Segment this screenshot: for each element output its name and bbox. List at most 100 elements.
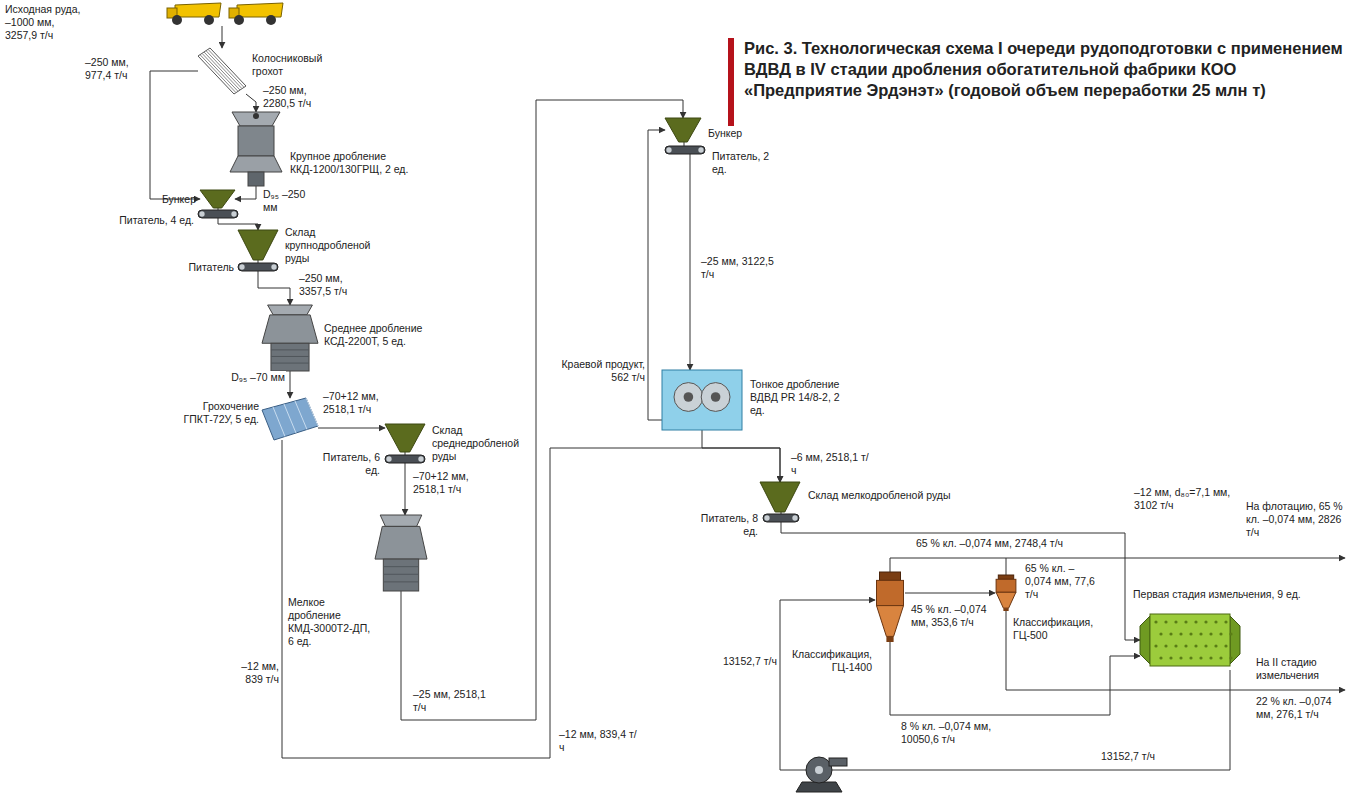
equipment-outline [200, 190, 235, 208]
flow-connector [702, 430, 780, 482]
flow-note: 65 % кл. –0,074 мм, 2748,4 т/ч [915, 537, 1112, 550]
feeder-symbol: Питатель, 8 ед. [763, 514, 799, 522]
feeder-symbol: Питатель, 6 ед. [385, 455, 425, 463]
equipment-label: Бункер [152, 193, 196, 206]
equipment-label: Крупное дробление ККД-1200/130ГРЩ, 2 ед. [290, 150, 430, 176]
equipment-label: Питатель, 8 ед. [698, 512, 758, 538]
flow-label: –6 мм, 2518,1 т/ч [790, 451, 874, 477]
cone-crusher: Мелкое дробление КМД-3000Т2-ДП, 6 ед. [375, 515, 427, 591]
equipment-outline [665, 146, 705, 154]
flow-connector [222, 26, 223, 48]
flow-label: 45 % кл. –0,074 мм, 353,6 т/ч [910, 603, 994, 629]
flow-label: –70+12 мм, 2518,1 т/ч [322, 390, 414, 416]
flow-connector [290, 371, 291, 398]
equipment-label: Склад мелкодробленой руды [808, 489, 978, 502]
flotation-line [890, 558, 1345, 572]
flow-connector [150, 71, 200, 199]
equipment-outline [238, 263, 278, 271]
overflow-line [1006, 558, 1007, 575]
flow-label: –250 мм, 977,4 т/ч [84, 56, 148, 82]
flow-label: –250 мм, 2280,5 т/ч [262, 84, 336, 110]
equipment-outline [875, 572, 905, 642]
equipment-label: Первая стадия измельчения, 9 ед. [1133, 588, 1333, 601]
flow-label: –25 мм, 2518,1 т/ч [412, 688, 496, 714]
feeder-symbol: Питатель [238, 263, 278, 271]
pump-symbol [796, 757, 847, 792]
equipment-outline [238, 230, 278, 260]
equipment-label: Склад среднедробленой руды [432, 424, 530, 463]
equipment-label: Склад крупнодробленой руды [285, 226, 377, 265]
flow-connector [258, 271, 290, 305]
flow-label: D₉₅ –70 мм [228, 371, 286, 384]
flow-label: –12 мм, d₈₀=7,1 мм, 3102 т/ч [1133, 486, 1233, 512]
equipment-label: Классификация, ГЦ-500 [1013, 616, 1105, 642]
equipment-label: Тонкое дробление ВДВД PR 14/8-2, 2 ед. [750, 378, 854, 417]
flow-label: 8 % кл. –0,074 мм, 10050,6 т/ч [900, 720, 994, 746]
ball-mill: Первая стадия измельчения, 9 ед. [1140, 610, 1240, 670]
flow-note: 22 % кл. –0,074 мм, 276,1 т/ч [1255, 695, 1349, 721]
equipment-outline [665, 118, 701, 142]
flow-connector [690, 154, 691, 370]
equipment-label: Классификация, ГЦ-1400 [788, 648, 872, 674]
flow-label: –25 мм, 3122,5 т/ч [700, 255, 784, 281]
equipment-outline [228, 112, 284, 186]
equipment-outline [262, 398, 318, 440]
bin-hopper: Бункер [665, 118, 701, 142]
equipment-outline [198, 48, 246, 94]
equipment-label: Исходная руда, –1000 мм, 3257,9 т/ч [5, 3, 87, 42]
equipment-label: Питатель, 4 ед. [118, 214, 194, 227]
equipment-outline [262, 305, 318, 371]
flow-connector [246, 94, 256, 112]
bin-hopper: Склад крупнодробленой руды [238, 230, 278, 260]
flow-connector [890, 642, 1140, 715]
equipment-outline [198, 210, 238, 218]
equipment-label: Колосниковый грохот [252, 52, 342, 78]
equipment-label: Питатель [178, 261, 234, 274]
equipment-label: Питатель, 2 ед. [712, 150, 776, 176]
flow-label: –12 мм, 839 т/ч [226, 660, 280, 686]
flow-connector [780, 600, 1230, 770]
flow-label: Краевой продукт, 562 т/ч [556, 358, 646, 384]
flow-connector [401, 100, 683, 720]
feeder-symbol: Питатель, 2 ед. [665, 146, 705, 154]
equipment-outline [165, 2, 285, 26]
cone-crusher: Среднее дробление КСД-2200Т, 5 ед. [262, 305, 318, 371]
equipment-label: Питатель, 6 ед. [316, 451, 380, 477]
bin-hopper: Бункер [200, 190, 235, 208]
flow-note: На II стадию измельчения [1255, 656, 1347, 682]
flow-note: –12 мм, 839,4 т/ч [558, 728, 642, 754]
flow-label: D₉₅ –250 мм [262, 188, 316, 214]
grizzly-screen: Колосниковый грохот [198, 48, 246, 94]
bin-hopper: Склад среднедробленой руды [385, 424, 425, 452]
caption-bar [728, 38, 734, 126]
equipment-outline [662, 370, 742, 430]
equipment-label: Бункер [708, 127, 758, 140]
flow-connector [905, 593, 995, 594]
equipment-outline [760, 482, 800, 512]
equipment-label: Грохочение ГПКТ-72У, 5 ед. [183, 400, 259, 426]
equipment-outline [763, 514, 799, 522]
flow-note: 13152,7 т/ч [704, 655, 778, 668]
equipment-outline [385, 424, 425, 452]
flow-connector [218, 218, 258, 230]
flow-label: –250 мм, 3357,5 т/ч [298, 272, 372, 298]
flow-connector [235, 186, 256, 199]
hydrocyclone: Классификация, ГЦ-1400 [875, 572, 905, 642]
flow-connector [318, 428, 385, 429]
equipment-outline [1140, 610, 1240, 670]
dump-truck-icon: Исходная руда, –1000 мм, 3257,9 т/ч [165, 2, 285, 26]
figure-caption: Рис. 3. Технологическая схема I очереди … [744, 38, 1344, 101]
feeder-symbol: Питатель, 4 ед. [198, 210, 238, 218]
flow-connector [684, 142, 685, 146]
hpgr-unit: Тонкое дробление ВДВД PR 14/8-2, 2 ед. [662, 370, 742, 430]
flow-label: 13152,7 т/ч [1100, 750, 1194, 763]
equipment-outline [385, 455, 425, 463]
flow-connector [405, 463, 406, 515]
bin-hopper: Склад мелкодробленой руды [760, 482, 800, 512]
flow-note: 65 % кл. –0,074 мм, 77,6 т/ч [1024, 562, 1098, 601]
flow-label: –70+12 мм, 2518,1 т/ч [412, 470, 492, 496]
equipment-label: Мелкое дробление КМД-3000Т2-ДП, 6 ед. [288, 596, 374, 648]
hydrocyclone: Классификация, ГЦ-500 [995, 575, 1017, 611]
gyratory-crusher: Крупное дробление ККД-1200/130ГРЩ, 2 ед. [228, 112, 284, 186]
